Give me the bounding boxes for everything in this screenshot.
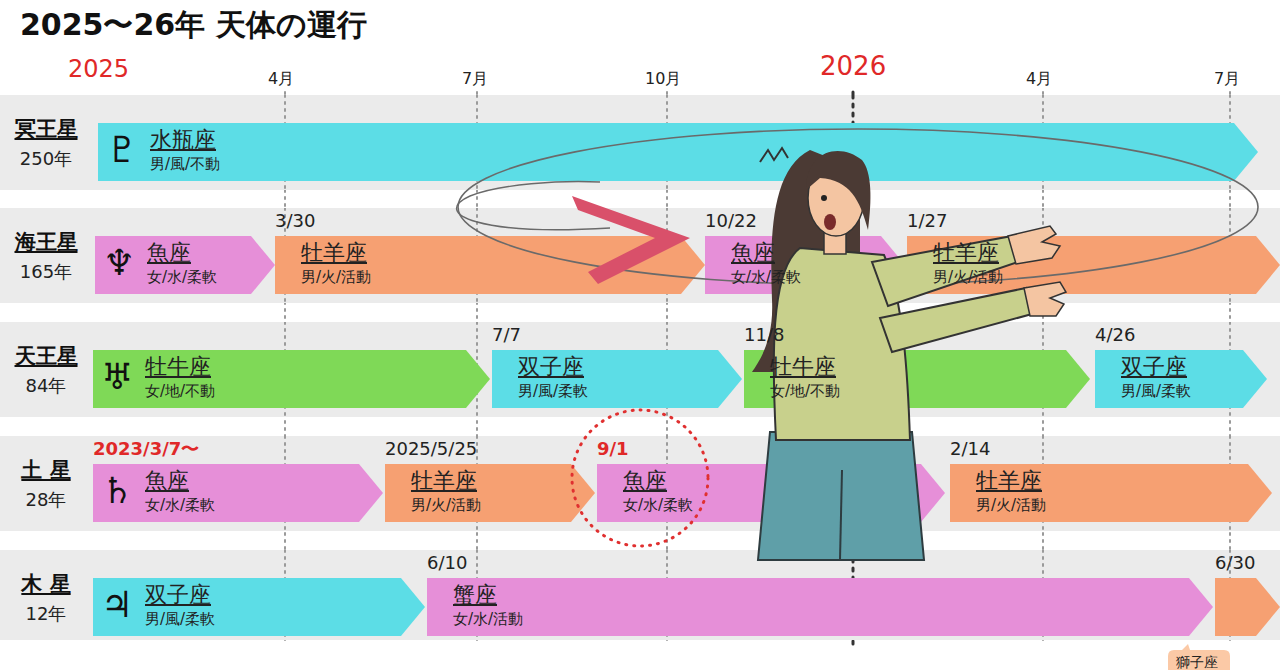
planet-row-band: 天王星 84年 ♅ 牡牛座女/地/不動 7/7 双子座男/風/柔軟 11/8 牡牛座女/地/不… xyxy=(0,322,1280,417)
date-label: 3/30 xyxy=(275,211,315,232)
cycle-years: 84年 xyxy=(4,376,88,397)
date-label: 4/26 xyxy=(1095,325,1135,346)
sign-attributes: 女/地/不動 xyxy=(145,383,215,400)
year-label: 2025 xyxy=(68,56,129,84)
sign-attributes: 女/地/不動 xyxy=(770,383,840,400)
planet-symbol: ♆ xyxy=(103,242,135,283)
planet-symbol: ♇ xyxy=(106,129,138,170)
arrow-shape xyxy=(93,464,383,522)
transit-arrow-bar: 6/10蟹座女/水/活動 xyxy=(427,578,1213,636)
callout-text: 獅子座 xyxy=(1176,654,1218,670)
arrow-shape xyxy=(1215,578,1280,636)
cycle-years: 28年 xyxy=(4,490,88,511)
zodiac-sign: 牡羊座 xyxy=(301,240,367,265)
transit-arrow-bar: 6/30 xyxy=(1215,578,1280,636)
date-label: 6/10 xyxy=(427,553,467,574)
planet-symbol: ♄ xyxy=(101,470,133,511)
sign-attributes: 女/水/柔軟 xyxy=(145,497,215,514)
sign-attributes: 男/風/柔軟 xyxy=(145,611,215,628)
transit-arrow-bar: 7/7双子座男/風/柔軟 xyxy=(492,350,742,408)
transit-arrow-bar: 3/30牡羊座男/火/活動 xyxy=(275,236,705,294)
planet-name: 土 星 xyxy=(4,458,88,482)
month-label: 10月 xyxy=(645,70,681,88)
transit-arrow-bar: 2023/3/7〜♄魚座女/水/柔軟 xyxy=(93,464,383,522)
sign-attributes: 男/火/活動 xyxy=(411,497,481,514)
transit-arrow-bar: ♆ 魚座女/水/柔軟 xyxy=(95,236,275,294)
zodiac-sign: 牡羊座 xyxy=(411,468,477,493)
date-label: 6/30 xyxy=(1215,553,1255,574)
zodiac-sign: 牡羊座 xyxy=(933,240,999,265)
planet-name: 木 星 xyxy=(4,572,88,596)
month-label: 4月 xyxy=(1026,70,1052,88)
date-label: 11/8 xyxy=(744,325,784,346)
planet-symbol: ♃ xyxy=(101,584,133,625)
month-label: 4月 xyxy=(268,70,294,88)
zodiac-sign: 魚座 xyxy=(145,468,189,493)
zodiac-sign: 魚座 xyxy=(623,468,667,493)
zodiac-sign: 水瓶座 xyxy=(150,127,216,152)
transit-arrow-bar: ♃ 双子座男/風/柔軟 xyxy=(93,578,425,636)
sign-attributes: 男/風/柔軟 xyxy=(1121,383,1191,400)
transit-arrow-bar: 2/14牡羊座男/火/活動 xyxy=(950,464,1272,522)
date-label: 2025/5/25 xyxy=(385,439,477,460)
zodiac-sign: 牡羊座 xyxy=(976,468,1042,493)
date-label: 1/27 xyxy=(907,211,947,232)
arrow-shape xyxy=(93,578,425,636)
date-label: 9/1 xyxy=(597,439,629,460)
date-label: 2023/3/7〜 xyxy=(93,439,199,460)
chart-title: 2025〜26年 天体の運行 xyxy=(20,8,367,43)
sign-attributes: 男/風/不動 xyxy=(150,156,220,173)
zodiac-sign: 魚座 xyxy=(731,240,775,265)
planet-row-band: 土 星 28年 2023/3/7〜 ♄ 魚座女/水/柔軟 2025/5/25 牡羊座男/火/… xyxy=(0,436,1280,531)
sign-attributes: 女/水/活動 xyxy=(453,611,523,628)
planet-name: 冥王星 xyxy=(4,117,88,141)
arrow-shape xyxy=(427,578,1213,636)
transit-arrow-bar: 11/8牡牛座女/地/不動 xyxy=(744,350,1090,408)
month-label: 7月 xyxy=(462,70,488,88)
zodiac-sign: 双子座 xyxy=(1121,354,1187,379)
sign-attributes: 男/火/活動 xyxy=(933,269,1003,286)
transit-arrow-bar: 4/26双子座男/風/柔軟 xyxy=(1095,350,1267,408)
transit-arrow-bar: 1/27牡羊座男/火/活動 xyxy=(907,236,1280,294)
zodiac-sign: 牡牛座 xyxy=(770,354,836,379)
date-label: 10/22 xyxy=(705,211,757,232)
arrow-shape xyxy=(98,123,1258,181)
planet-symbol: ♅ xyxy=(101,356,133,397)
cycle-years: 250年 xyxy=(4,149,88,170)
zodiac-sign: 双子座 xyxy=(145,582,211,607)
year-label: 2026 xyxy=(820,52,886,82)
zodiac-sign: 魚座 xyxy=(147,240,191,265)
date-label: 2/14 xyxy=(950,439,990,460)
date-label: 7/7 xyxy=(492,325,521,346)
zodiac-sign: 蟹座 xyxy=(453,582,497,607)
transit-arrow-bar: 2025/5/25牡羊座男/火/活動 xyxy=(385,464,595,522)
planet-name: 天王星 xyxy=(4,344,88,368)
zodiac-sign: 双子座 xyxy=(518,354,584,379)
month-label: 7月 xyxy=(1214,70,1240,88)
zodiac-sign: 牡牛座 xyxy=(145,354,211,379)
planet-name: 海王星 xyxy=(4,230,88,254)
sign-attributes: 女/水/柔軟 xyxy=(623,497,693,514)
transit-arrow-bar: ♅ 牡牛座女/地/不動 xyxy=(93,350,490,408)
sign-attributes: 男/火/活動 xyxy=(301,269,371,286)
sign-attributes: 女/水/柔軟 xyxy=(731,269,801,286)
callout-bubble: 獅子座 xyxy=(1168,650,1230,670)
cycle-years: 165年 xyxy=(4,262,88,283)
sign-attributes: 男/風/柔軟 xyxy=(518,383,588,400)
transit-arrow-bar: ♇ 水瓶座男/風/不動 xyxy=(98,123,1258,181)
cycle-years: 12年 xyxy=(4,604,88,625)
sign-attributes: 男/火/活動 xyxy=(976,497,1046,514)
planet-row-band: 木 星 12年 ♃ 双子座男/風/柔軟 6/10 蟹座女/水/活動 6/30 xyxy=(0,550,1280,640)
sign-attributes: 女/水/柔軟 xyxy=(147,269,217,286)
